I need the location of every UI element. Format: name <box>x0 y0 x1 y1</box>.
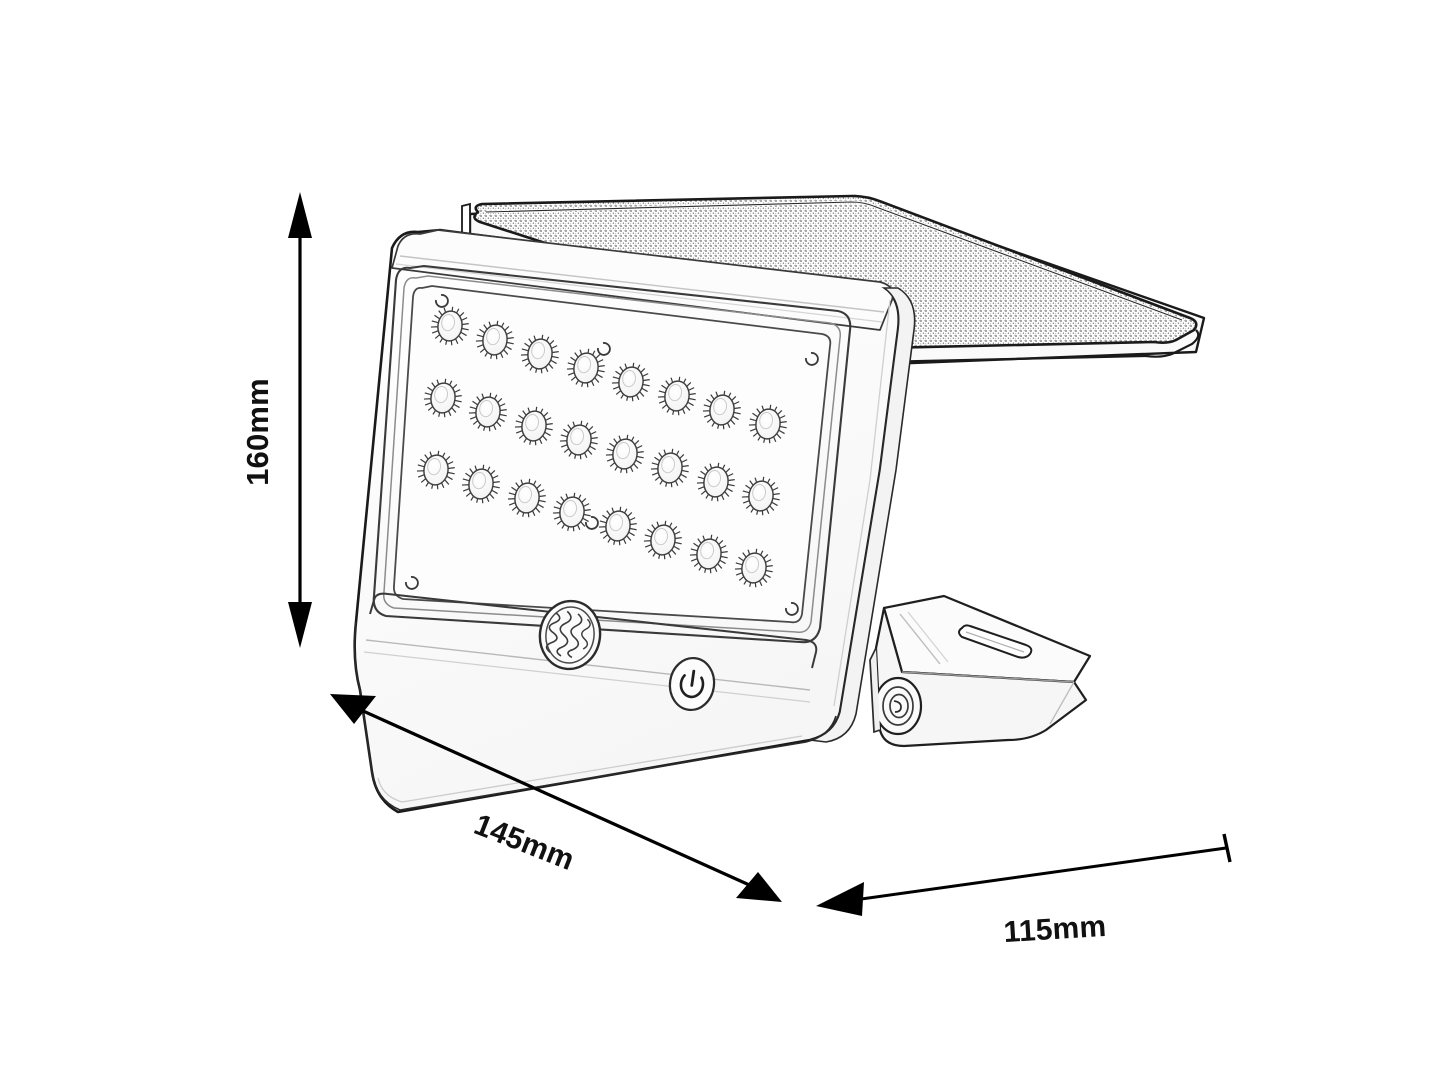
product-illustration <box>353 194 1206 814</box>
dimension-label-height: 160mm <box>240 378 275 486</box>
housing-side-face <box>809 287 916 743</box>
dimension-label-width: 115mm <box>1002 909 1108 950</box>
dimension-depth <box>330 694 782 902</box>
mounting-slot <box>958 624 1033 659</box>
dimension-width <box>816 833 1232 916</box>
pivot-screw[interactable] <box>873 676 923 736</box>
power-button[interactable] <box>667 655 718 713</box>
dimension-height <box>288 192 312 648</box>
mounting-bracket <box>869 594 1092 748</box>
housing-top-deck <box>391 229 894 331</box>
bezel-screw <box>405 294 819 616</box>
pir-sensor-icon <box>538 599 602 671</box>
